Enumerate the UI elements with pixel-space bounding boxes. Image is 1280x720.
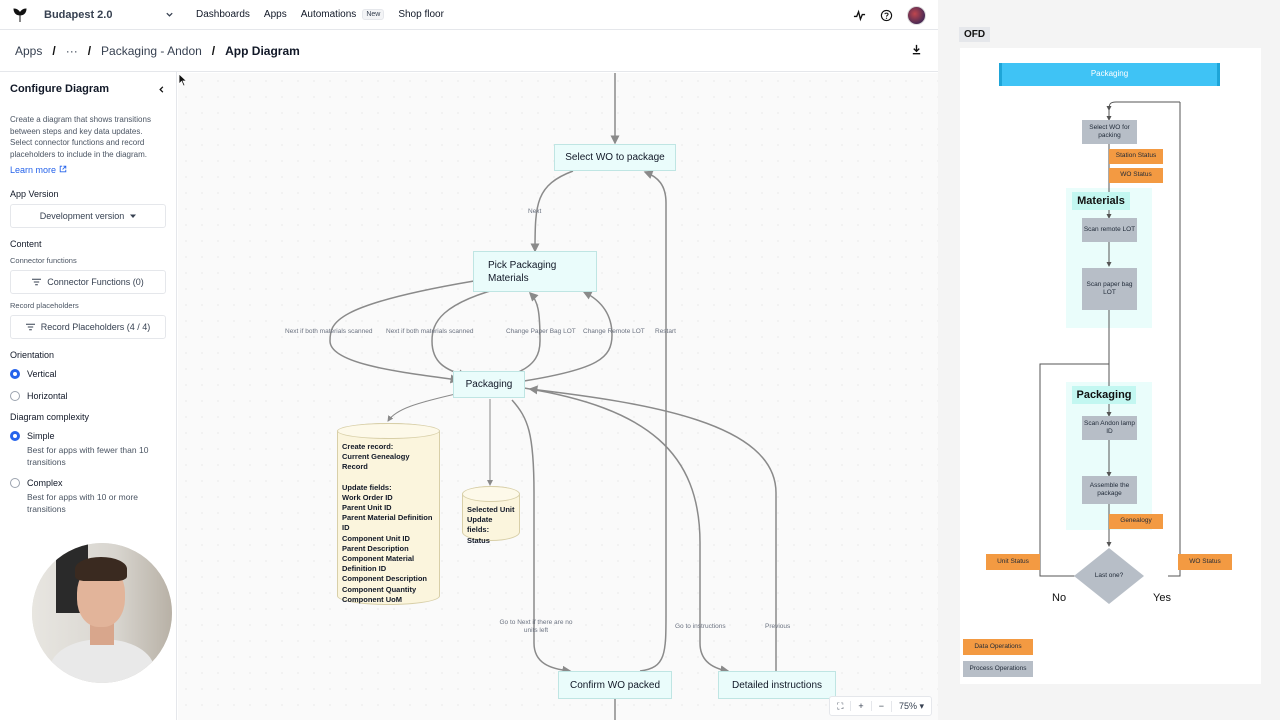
panel-description: Create a diagram that shows transitions … — [10, 115, 151, 159]
fit-view-icon[interactable]: ⛶ — [837, 700, 844, 711]
ofd-yes-label: Yes — [1153, 592, 1171, 604]
mouse-cursor-icon — [178, 73, 188, 87]
simple-hint: Best for apps with fewer than 10 transit… — [27, 445, 149, 467]
connector-functions-select[interactable]: Connector Functions (0) — [10, 270, 166, 294]
caret-down-icon — [130, 214, 137, 218]
workspace-name: Budapest 2.0 — [44, 8, 113, 21]
edge-label-next-scanned-1: Next if both materials scanned — [285, 328, 373, 335]
ofd-decision-diamond — [1074, 548, 1144, 604]
ofd-select-wo: Select WO for packing — [1082, 120, 1137, 144]
content-label: Content — [10, 239, 42, 249]
node-confirm-wo[interactable]: Confirm WO packed — [558, 671, 672, 699]
nav-apps[interactable]: Apps — [263, 9, 287, 20]
complex-hint: Best for apps with 10 or more transition… — [27, 492, 139, 514]
complexity-label: Diagram complexity — [10, 412, 90, 422]
ofd-scan-paper: Scan paper bag LOT — [1082, 268, 1137, 310]
record-genealogy[interactable]: Create record: Current Genealogy Record … — [337, 423, 440, 605]
orientation-label: Orientation — [10, 350, 55, 360]
download-icon[interactable] — [911, 44, 922, 55]
ofd-last-one: Last one? — [1094, 571, 1124, 579]
zoom-out-button[interactable]: − — [870, 701, 891, 711]
ofd-legend-process: Process Operations — [963, 661, 1033, 677]
page-title: App Diagram — [225, 43, 300, 58]
breadcrumb-parent[interactable]: Packaging - Andon — [101, 43, 202, 58]
node-pick-materials[interactable]: Pick Packaging Materials — [473, 251, 597, 292]
ofd-unit-status: Unit Status — [986, 554, 1040, 570]
record-selected-unit[interactable]: Selected Unit Update fields: Status — [462, 486, 520, 545]
ofd-header-bar: Packaging — [999, 63, 1220, 86]
ofd-assemble: Assemble the package — [1082, 476, 1137, 504]
node-packaging[interactable]: Packaging — [453, 371, 525, 398]
chevron-down-icon — [166, 12, 173, 17]
breadcrumb-ellipsis[interactable]: ··· — [65, 43, 78, 58]
filter-icon — [32, 278, 42, 286]
ofd-board: Packaging Select WO for packing Station … — [960, 48, 1261, 684]
breadcrumb: Apps / ··· / Packaging - Andon / App Dia… — [0, 30, 938, 72]
orientation-horizontal-radio[interactable]: Horizontal — [10, 391, 166, 401]
radio-selected-icon — [10, 431, 20, 441]
zoom-level-select[interactable]: 75% ▾ — [890, 700, 931, 712]
connector-functions-label: Connector functions — [10, 256, 77, 265]
radio-selected-icon — [10, 369, 20, 379]
filter-icon — [25, 323, 35, 331]
webcam-overlay — [32, 543, 172, 683]
breadcrumb-apps[interactable]: Apps — [15, 43, 43, 58]
tulip-logo-icon[interactable] — [0, 0, 40, 30]
help-icon[interactable] — [880, 9, 893, 22]
ofd-tag: OFD — [959, 27, 990, 42]
diagram-edges — [329, 73, 777, 720]
edge-label-restart: Restart — [655, 328, 676, 335]
ofd-heading-packaging: Packaging — [1072, 386, 1136, 404]
edge-label-next-scanned-2: Next if both materials scanned — [386, 328, 474, 335]
new-badge: New — [362, 9, 385, 20]
edge-label-change-remote: Change Remote LOT — [583, 328, 645, 335]
ofd-wo-status-2: WO Status — [1178, 554, 1232, 570]
ofd-genealogy: Genealogy — [1109, 514, 1163, 529]
top-nav: Budapest 2.0 Dashboards Apps Automations… — [0, 0, 938, 30]
app-version-select[interactable]: Development version — [10, 204, 166, 228]
orientation-vertical-radio[interactable]: Vertical — [10, 369, 166, 379]
app-version-label: App Version — [10, 189, 59, 199]
zoom-in-button[interactable]: + — [850, 701, 870, 711]
learn-more-link[interactable]: Learn more — [10, 165, 67, 175]
diagram-canvas[interactable]: Select WO to package Pick Packaging Mate… — [178, 73, 938, 720]
record-placeholders-select[interactable]: Record Placeholders (4 / 4) — [10, 315, 166, 339]
edge-label-change-paper: Change Paper Bag LOT — [506, 328, 576, 335]
record-placeholders-label: Record placeholders — [10, 301, 79, 310]
nav-automations[interactable]: Automations — [300, 9, 357, 20]
complexity-simple-radio[interactable]: Simple Best for apps with fewer than 10 … — [10, 431, 166, 468]
node-detailed-instructions[interactable]: Detailed instructions — [718, 671, 836, 699]
edge-label-next: Next — [528, 208, 542, 215]
ofd-legend-data: Data Operations — [963, 639, 1033, 655]
panel-title: Configure Diagram — [10, 83, 110, 95]
avatar[interactable] — [907, 5, 926, 25]
activity-icon[interactable] — [853, 9, 866, 22]
zoom-controls: ⛶ + − 75% ▾ — [829, 696, 932, 716]
ofd-heading-materials: Materials — [1072, 192, 1130, 210]
edge-label-goto-instructions: Go to instructions — [675, 623, 726, 630]
nav-dashboards[interactable]: Dashboards — [196, 9, 250, 20]
node-select-wo[interactable]: Select WO to package — [554, 144, 676, 171]
complexity-complex-radio[interactable]: Complex Best for apps with 10 or more tr… — [10, 478, 166, 515]
ofd-scan-andon: Scan Andon lamp ID — [1082, 416, 1137, 440]
edge-label-previous: Previous — [765, 623, 791, 630]
nav-shop-floor[interactable]: Shop floor — [398, 9, 444, 20]
ofd-scan-remote: Scan remote LOT — [1082, 218, 1137, 242]
workspace-selector[interactable]: Budapest 2.0 — [44, 9, 174, 21]
ofd-no-label: No — [1052, 592, 1067, 604]
ofd-station-status: Station Status — [1109, 149, 1163, 164]
radio-unselected-icon — [10, 478, 20, 488]
edge-label-goto-next: Go to Next if there are no units left — [499, 619, 573, 634]
external-link-icon — [59, 165, 66, 173]
radio-unselected-icon — [10, 391, 20, 401]
ofd-wo-status: WO Status — [1109, 168, 1163, 183]
collapse-chevron-icon[interactable] — [157, 85, 166, 94]
